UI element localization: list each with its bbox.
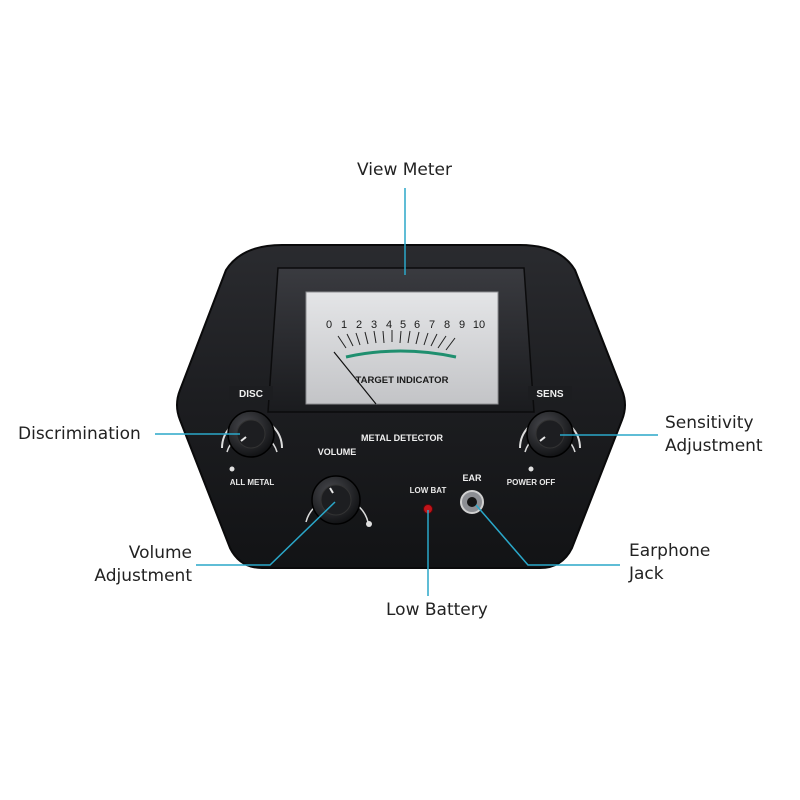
disc-label: DISC [239, 389, 263, 400]
sens-knob-cap [535, 419, 565, 449]
callout-volume-line2: Adjustment [94, 566, 192, 586]
callout-discrimination: Discrimination [18, 424, 141, 444]
meter-label: TARGET INDICATOR [356, 375, 449, 386]
callout-sensitivity-line1: Sensitivity [665, 413, 754, 433]
low-bat-label: LOW BAT [410, 486, 447, 495]
leader-earphone [475, 504, 620, 566]
disc-min-dot [229, 466, 235, 472]
meter-digit: 10 [473, 319, 485, 331]
callout-sensitivity: Sensitivity Adjustment [665, 412, 763, 458]
sens-label: SENS [536, 389, 564, 400]
callout-earphone: Earphone Jack [629, 540, 710, 586]
disc-knob-pointer [240, 436, 247, 442]
volume-knob-pointer [329, 487, 334, 494]
volume-label: VOLUME [318, 447, 357, 457]
meter-digit: 2 [356, 319, 362, 331]
callout-volume: Volume Adjustment [90, 542, 192, 588]
sens-knob-pointer [539, 436, 546, 442]
leader-lines [155, 188, 658, 596]
meter-digit: 1 [341, 319, 347, 331]
callout-view-meter: View Meter [357, 160, 452, 180]
meter-digits: 0 1 2 3 4 5 6 7 8 9 10 [326, 319, 485, 331]
meter-digit: 9 [459, 319, 465, 331]
leader-volume [196, 501, 336, 566]
meter-digit: 8 [444, 319, 450, 331]
meter-green-band [345, 349, 457, 359]
meter-needle [333, 351, 377, 405]
sens-label-box [528, 386, 572, 400]
meter-digit: 6 [414, 319, 420, 331]
disc-label-box [229, 386, 273, 400]
meter-digit: 5 [400, 319, 406, 331]
sens-min-dot [528, 466, 534, 472]
meter-digit: 4 [386, 319, 392, 331]
callout-sensitivity-line2: Adjustment [665, 436, 763, 456]
disc-knob-cap [236, 419, 266, 449]
meter-scale-ticks [337, 330, 456, 351]
callout-earphone-line1: Earphone [629, 541, 711, 561]
meter-digit: 3 [371, 319, 377, 331]
disc-min-label: ALL METAL [230, 478, 275, 487]
ear-label: EAR [462, 473, 482, 483]
sens-min-label: POWER OFF [507, 478, 556, 487]
ear-jack-hole [467, 497, 477, 507]
meter-face [305, 291, 499, 405]
callout-low-battery: Low Battery [386, 600, 488, 620]
brand-label: METAL DETECTOR [361, 433, 444, 443]
callout-volume-line1: Volume [128, 543, 192, 563]
callout-earphone-line2: Jack [629, 564, 664, 584]
meter-digit: 7 [429, 319, 435, 331]
volume-max-dot [366, 521, 372, 527]
meter-digit: 0 [326, 319, 332, 331]
